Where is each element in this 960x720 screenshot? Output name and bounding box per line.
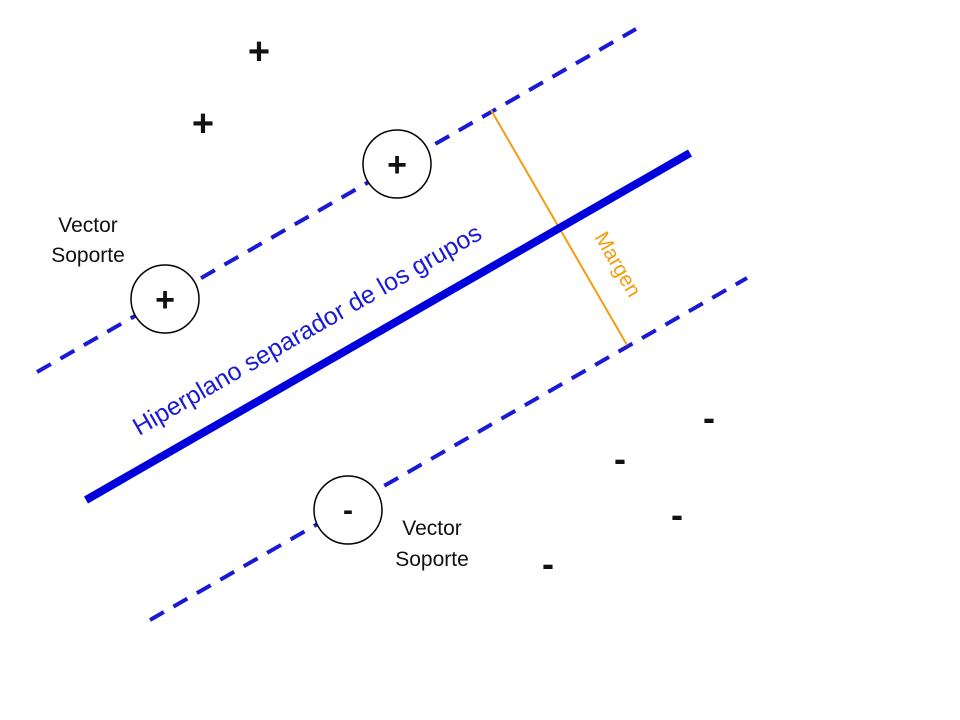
negative-point: -: [703, 397, 715, 438]
negative-support-vector: -: [313, 475, 383, 545]
positive-support-vector: +: [130, 264, 200, 334]
lower-margin-line: [149, 276, 748, 622]
support-vector-label-top-line1: Vector: [58, 214, 118, 237]
positive-support-vector: +: [362, 129, 432, 199]
support-vector-label-top-line2: Soporte: [51, 244, 125, 267]
positive-point: +: [192, 103, 214, 145]
hyperplane-label: Hiperplano separador de los grupos: [128, 219, 487, 441]
negative-point: -: [614, 438, 626, 479]
svg-text:+: +: [155, 281, 175, 319]
hyperplane-line: [84, 149, 692, 504]
support-vector-label-bottom-line1: Vector: [402, 517, 462, 540]
support-vector-label-bottom-line2: Soporte: [395, 548, 469, 571]
margin-label: Margen: [590, 228, 646, 301]
positive-point: +: [248, 31, 270, 73]
svg-text:-: -: [343, 494, 353, 527]
negative-point: -: [542, 543, 554, 584]
negative-point: -: [671, 494, 683, 535]
svg-text:+: +: [387, 146, 407, 184]
